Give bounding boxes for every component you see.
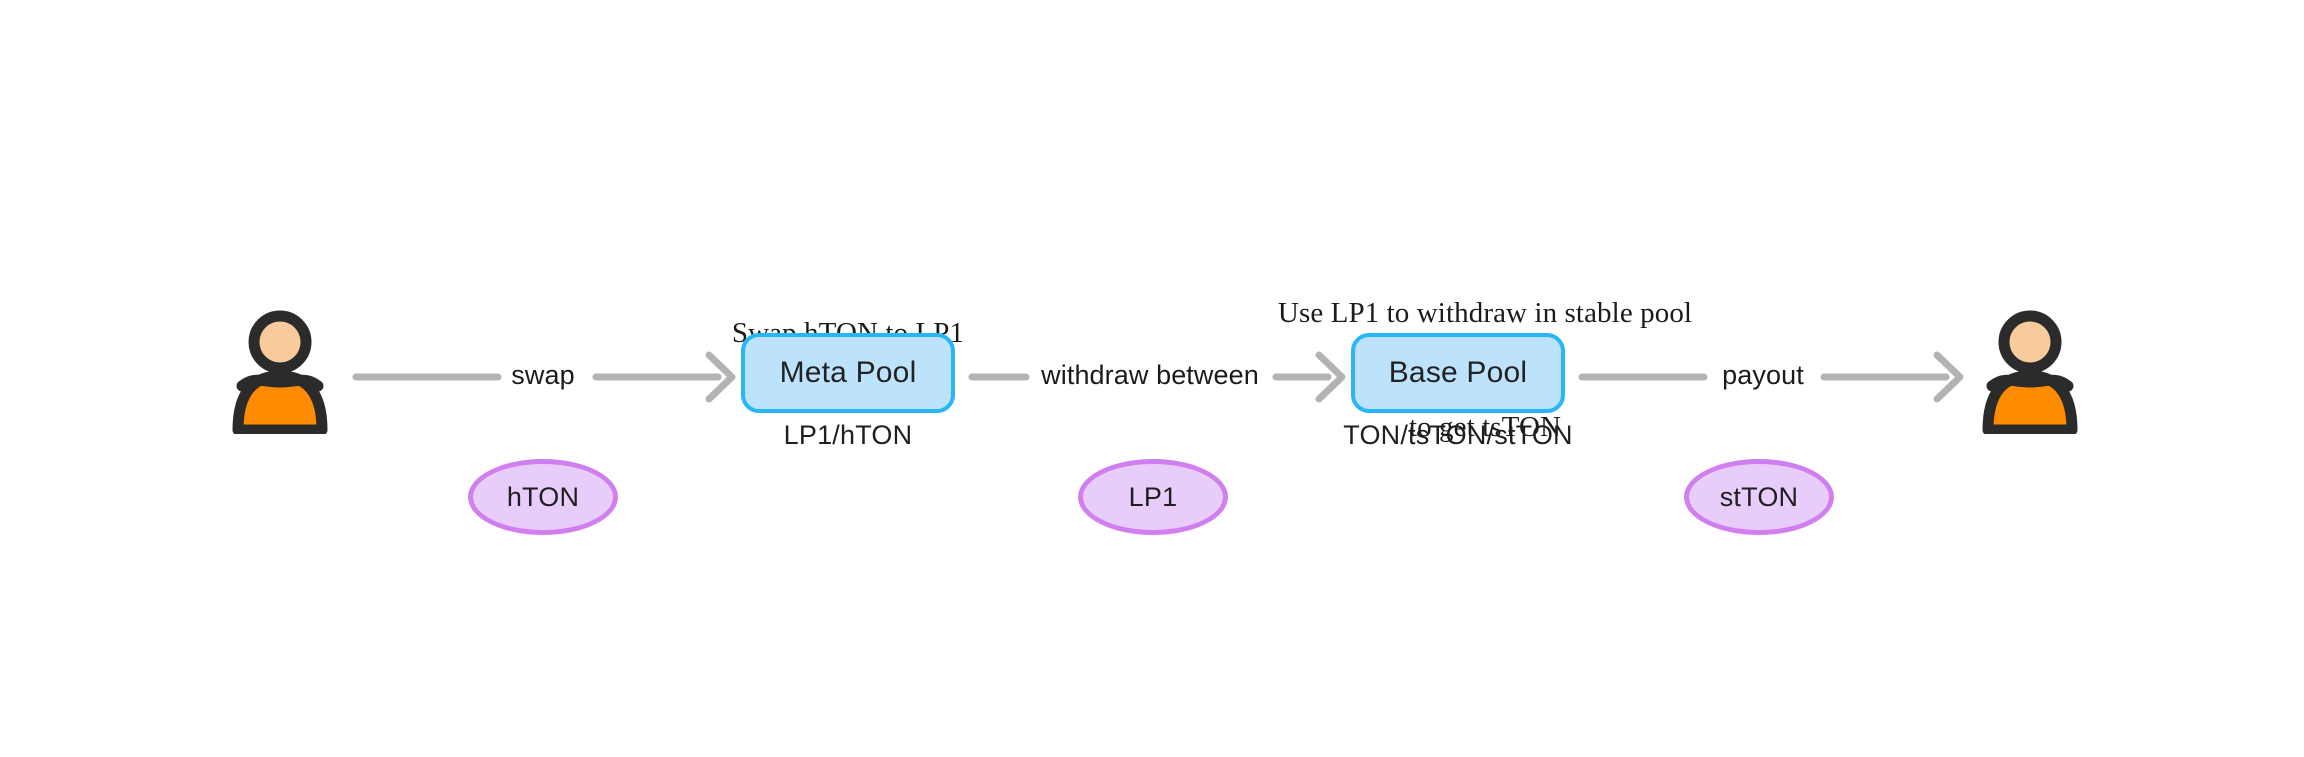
edge-swap-line-left: [352, 363, 502, 391]
caption-use-lp1-to-withdraw: Use LP1 to withdraw in stable pool to ge…: [1205, 218, 1765, 522]
person-icon-user-left[interactable]: [228, 306, 332, 434]
token-ellipse-lp1[interactable]: LP1: [1078, 459, 1228, 535]
node-meta-pool-label: Meta Pool: [779, 356, 917, 389]
edge-payout-arrowhead: [1820, 349, 1968, 405]
token-ellipse-hton[interactable]: hTON: [468, 459, 618, 535]
caption-withdraw-line1: Use LP1 to withdraw in stable pool: [1277, 297, 1693, 329]
edge-swap-label: swap: [511, 360, 575, 390]
token-ellipse-stton-label: stTON: [1719, 481, 1799, 512]
edge-withdraw-label: withdraw between: [1041, 360, 1259, 390]
node-meta-pool[interactable]: Meta Pool: [741, 333, 955, 413]
person-icon-user-right[interactable]: [1978, 306, 2082, 434]
token-ellipse-hton-label: hTON: [506, 481, 580, 512]
node-meta-pool-sublabel: LP1/hTON: [783, 420, 913, 450]
edge-withdraw-line-left: [968, 363, 1030, 391]
node-base-pool[interactable]: Base Pool: [1351, 333, 1565, 413]
edge-swap-arrowhead: [592, 349, 740, 405]
edge-payout-label: payout: [1722, 360, 1804, 390]
person-icon: [1982, 310, 2078, 434]
caption-withdraw-line2: to get tsTON: [1408, 411, 1562, 443]
person-icon: [232, 310, 328, 434]
token-ellipse-stton[interactable]: stTON: [1684, 459, 1834, 535]
node-base-pool-sublabel: TON/tsTON/stTON: [1343, 420, 1573, 450]
token-ellipse-lp1-label: LP1: [1128, 481, 1178, 512]
edge-withdraw-arrowhead: [1272, 349, 1350, 405]
node-base-pool-label: Base Pool: [1388, 356, 1528, 389]
edge-payout-line-left: [1578, 363, 1708, 391]
